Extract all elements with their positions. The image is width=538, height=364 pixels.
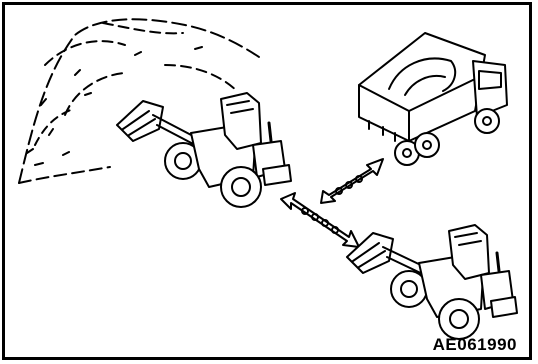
figure-frame: AE061990 [2,2,532,360]
double-arrow-icon [281,193,359,247]
figure-code: AE061990 [433,335,517,355]
dump-truck [359,33,507,165]
loader-digging [117,93,291,207]
illustration [5,5,529,357]
loader-traveling [347,225,517,339]
double-arrow-icon [321,159,383,203]
